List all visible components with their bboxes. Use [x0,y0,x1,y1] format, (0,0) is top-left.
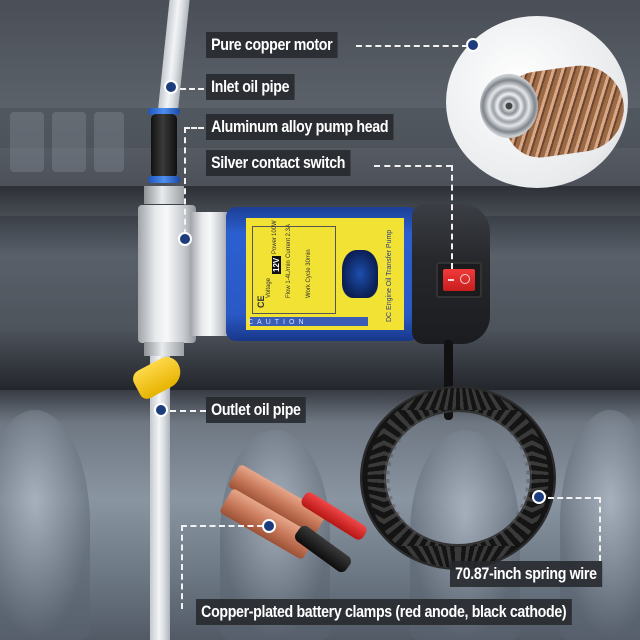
voltage-label: Voltage [266,277,272,298]
callout-pure-copper-motor: Pure copper motor [206,32,338,58]
aluminum-pump-head [138,205,196,343]
leader-line [184,127,186,235]
switch-rocker[interactable] [443,269,475,291]
voltage-value: 12V [272,255,281,274]
current-spec: Current 2.3A [286,223,292,258]
callout-dot [532,490,546,504]
leader-line [170,410,206,412]
leader-line [180,88,204,90]
leader-line [599,497,601,561]
callout-dot [154,403,168,417]
inlet-pipe [158,0,191,112]
outlet-nut [144,342,184,356]
callout-outlet-oil-pipe: Outlet oil pipe [206,397,306,423]
motor-label: CAUTION CE Voltage 12V Power 100W Flow 1… [246,218,404,330]
power-label: Power [272,236,278,254]
pump-head-collar [190,212,230,336]
callout-inlet-oil-pipe: Inlet oil pipe [206,74,295,100]
push-fitting [151,114,177,178]
callout-silver-switch: Silver contact switch [206,150,351,176]
callout-dot [262,519,276,533]
background-rack [52,112,86,172]
callout-spring-wire: 70.87-inch spring wire [450,561,602,587]
caution-text: CAUTION [248,319,308,326]
background-rack [10,112,44,172]
motor-bearing [480,74,538,138]
fitting-ring [148,108,180,115]
callout-pump-head: Aluminum alloy pump head [206,114,394,140]
callout-dot [178,232,192,246]
flow-spec: Flow 1-4L/min [286,260,292,298]
callout-dot [164,80,178,94]
leader-line [181,525,183,609]
switch-off-symbol [448,279,454,281]
fitting-ring [148,176,180,183]
power-cord [444,340,453,420]
background-engine-part [0,410,90,640]
hex-nut [144,186,184,204]
callout-dot [466,38,480,52]
leader-line [184,127,204,129]
work-cycle-spec: Work Cycle 30min [306,249,312,298]
background-rack [94,112,124,172]
leader-line [548,497,600,499]
leader-line [181,525,263,527]
switch-on-symbol [460,274,470,284]
leader-line [451,165,453,269]
car-graphic [342,250,378,298]
power-value: 100W [272,220,278,236]
outlet-pipe [150,356,170,640]
product-title-text: DC Engine Oil Transfer Pump [386,229,393,322]
leader-line [356,45,468,47]
ce-mark: CE [256,295,266,308]
leader-line [374,165,452,167]
power-switch[interactable] [436,262,482,298]
callout-battery-clamps: Copper-plated battery clamps (red anode,… [196,599,572,625]
spring-wire-coil-texture [362,388,554,568]
